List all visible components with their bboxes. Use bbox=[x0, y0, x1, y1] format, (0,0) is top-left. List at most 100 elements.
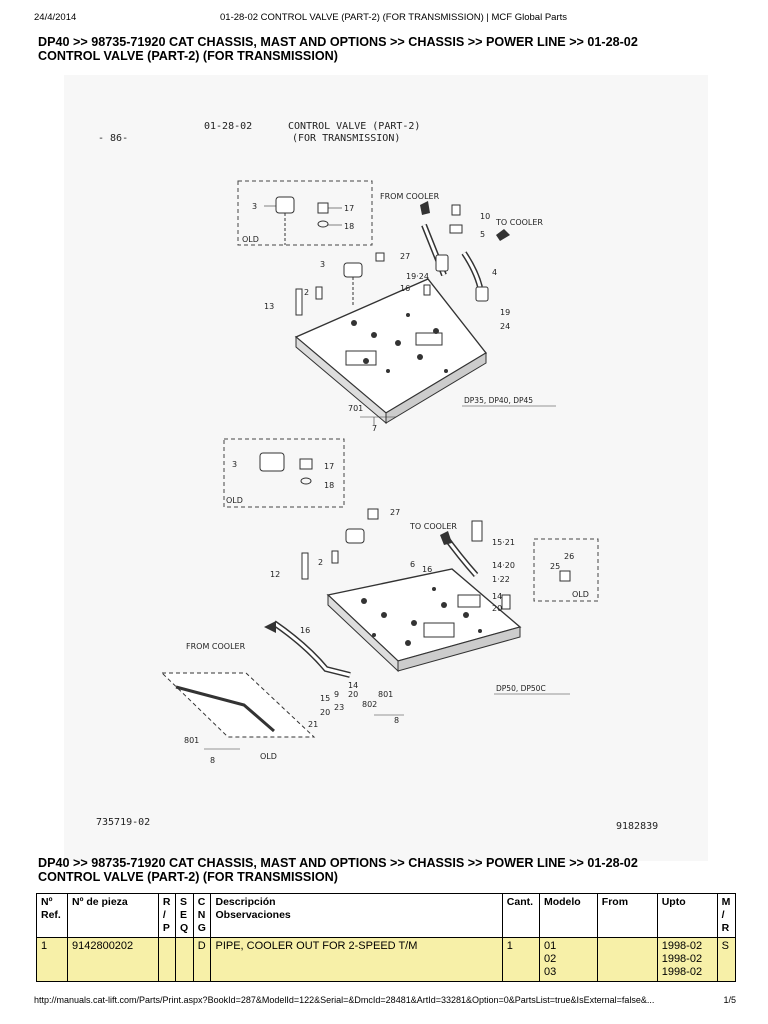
breadcrumb-line-1: DP40 >> 98735-71920 CAT CHASSIS, MAST AN… bbox=[38, 35, 638, 49]
svg-text:701: 701 bbox=[348, 404, 363, 413]
svg-text:2: 2 bbox=[318, 558, 323, 567]
svg-text:19·24: 19·24 bbox=[406, 272, 429, 281]
cell-rp bbox=[157, 937, 177, 982]
cell-part-no: 9142800202 bbox=[66, 937, 159, 982]
svg-text:24: 24 bbox=[500, 322, 510, 331]
svg-text:13: 13 bbox=[264, 302, 274, 311]
svg-text:20: 20 bbox=[320, 708, 330, 717]
breadcrumb-repeat: DP40 >> 98735-71920 CAT CHASSIS, MAST AN… bbox=[38, 856, 738, 884]
breadcrumb: DP40 >> 98735-71920 CAT CHASSIS, MAST AN… bbox=[38, 35, 738, 63]
svg-text:17: 17 bbox=[324, 462, 334, 471]
svg-text:1·22: 1·22 bbox=[492, 575, 510, 584]
svg-text:27: 27 bbox=[390, 508, 400, 517]
svg-text:8: 8 bbox=[394, 716, 399, 725]
cell-seq bbox=[175, 937, 194, 982]
svg-text:15: 15 bbox=[320, 694, 330, 703]
svg-text:20: 20 bbox=[348, 690, 358, 699]
svg-text:3: 3 bbox=[252, 202, 257, 211]
svg-text:801: 801 bbox=[184, 736, 199, 745]
svg-text:18: 18 bbox=[324, 481, 334, 490]
svg-text:25: 25 bbox=[550, 562, 560, 571]
diagram-svg: 01-28-02 CONTROL VALVE (PART-2) (FOR TRA… bbox=[96, 121, 658, 832]
old-label-right: OLD bbox=[572, 590, 589, 599]
diagram-title-2: (FOR TRANSMISSION) bbox=[292, 133, 400, 144]
svg-text:801: 801 bbox=[378, 690, 393, 699]
svg-text:802: 802 bbox=[362, 700, 377, 709]
svg-text:14: 14 bbox=[492, 592, 502, 601]
svg-text:16: 16 bbox=[400, 284, 410, 293]
print-date: 24/4/2014 bbox=[34, 12, 77, 23]
diagram-page-ref: - 86- bbox=[98, 133, 128, 144]
cell-cng: D bbox=[192, 937, 212, 982]
old-label-bottom: OLD bbox=[260, 752, 277, 761]
col-model: Modelo bbox=[538, 893, 598, 938]
svg-text:23: 23 bbox=[334, 703, 344, 712]
old-box-mid bbox=[223, 438, 345, 508]
col-mr: M/R bbox=[716, 893, 737, 938]
col-from: From bbox=[596, 893, 658, 938]
svg-text:14: 14 bbox=[348, 681, 358, 690]
svg-text:17: 17 bbox=[344, 204, 354, 213]
diagram-title-1: CONTROL VALVE (PART-2) bbox=[288, 121, 420, 132]
to-cooler-label-bottom: TO COOLER bbox=[409, 522, 457, 531]
svg-text:19: 19 bbox=[500, 308, 510, 317]
old-label-top: OLD bbox=[242, 235, 259, 244]
print-page-title: 01-28-02 CONTROL VALVE (PART-2) (FOR TRA… bbox=[220, 12, 568, 23]
svg-text:5: 5 bbox=[480, 230, 485, 239]
svg-text:6: 6 bbox=[410, 560, 415, 569]
svg-text:3: 3 bbox=[320, 260, 325, 269]
col-part-no: Nº de pieza bbox=[66, 893, 159, 938]
print-url: http://manuals.cat-lift.com/Parts/Print.… bbox=[34, 995, 655, 1005]
svg-text:16: 16 bbox=[422, 565, 432, 574]
breadcrumb-line-2: CONTROL VALVE (PART-2) (FOR TRANSMISSION… bbox=[38, 49, 338, 63]
svg-text:26: 26 bbox=[564, 552, 574, 561]
svg-text:14·20: 14·20 bbox=[492, 561, 515, 570]
drawing-number: 735719-02 bbox=[96, 817, 150, 828]
breadcrumb-repeat-line-1: DP40 >> 98735-71920 CAT CHASSIS, MAST AN… bbox=[38, 856, 638, 870]
svg-text:21: 21 bbox=[308, 720, 318, 729]
col-qty: Cant. bbox=[501, 893, 540, 938]
svg-text:18: 18 bbox=[344, 222, 354, 231]
svg-text:4: 4 bbox=[492, 268, 497, 277]
cell-description: PIPE, COOLER OUT FOR 2-SPEED T/M bbox=[210, 937, 503, 982]
from-cooler-label-bottom: FROM COOLER bbox=[186, 642, 246, 651]
diagram-code: 01-28-02 bbox=[204, 121, 252, 132]
cell-from bbox=[596, 937, 658, 982]
model-label-bottom: DP50, DP50C bbox=[496, 684, 546, 693]
svg-text:2: 2 bbox=[304, 288, 309, 297]
old-label-mid: OLD bbox=[226, 496, 243, 505]
page-number: 1/5 bbox=[723, 995, 736, 1005]
col-rp: R/P bbox=[157, 893, 177, 938]
old-box-right bbox=[533, 538, 599, 602]
svg-text:16: 16 bbox=[300, 626, 310, 635]
svg-text:8: 8 bbox=[210, 756, 215, 765]
reference-number: 9182839 bbox=[616, 821, 658, 832]
from-cooler-label-top: FROM COOLER bbox=[380, 192, 440, 201]
cell-ref: 1 bbox=[36, 937, 68, 982]
old-box-bottom bbox=[160, 672, 316, 738]
table-row[interactable]: 1 9142800202 D PIPE, COOLER OUT FOR 2-SP… bbox=[36, 937, 737, 982]
col-upto: Upto bbox=[656, 893, 718, 938]
exploded-parts-diagram: 01-28-02 CONTROL VALVE (PART-2) (FOR TRA… bbox=[64, 75, 708, 861]
model-label-top: DP35, DP40, DP45 bbox=[464, 396, 533, 405]
cell-mr: S bbox=[716, 937, 737, 982]
svg-text:15·21: 15·21 bbox=[492, 538, 515, 547]
old-box-top bbox=[237, 180, 373, 246]
svg-text:9: 9 bbox=[334, 690, 339, 699]
breadcrumb-repeat-line-2: CONTROL VALVE (PART-2) (FOR TRANSMISSION… bbox=[38, 870, 338, 884]
svg-text:10: 10 bbox=[480, 212, 490, 221]
cell-qty: 1 bbox=[501, 937, 540, 982]
svg-text:7: 7 bbox=[372, 424, 377, 433]
svg-text:20: 20 bbox=[492, 604, 502, 613]
svg-text:12: 12 bbox=[270, 570, 280, 579]
to-cooler-label-top: TO COOLER bbox=[495, 218, 543, 227]
valve-plate-top bbox=[294, 278, 488, 414]
svg-text:27: 27 bbox=[400, 252, 410, 261]
